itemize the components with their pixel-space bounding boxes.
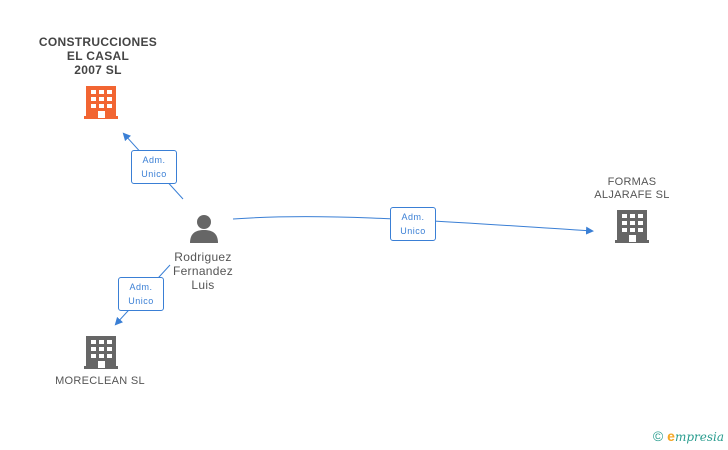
- empresia-logo[interactable]: empresia: [667, 428, 724, 444]
- building-icon-main[interactable]: [84, 86, 118, 119]
- edge-label-to-formas: Adm. Unico: [390, 207, 436, 241]
- person-label[interactable]: Rodriguez Fernandez Luis: [172, 250, 234, 292]
- company-label-formas[interactable]: FORMAS ALJARAFE SL: [594, 176, 670, 201]
- copyright-icon: ©: [652, 428, 664, 444]
- edge-label-to-main: Adm. Unico: [131, 150, 177, 184]
- building-icon-moreclean[interactable]: [84, 336, 118, 369]
- company-label-main[interactable]: CONSTRUCCIONES EL CASAL 2007 SL: [38, 35, 158, 77]
- company-label-moreclean[interactable]: MORECLEAN SL: [55, 375, 145, 387]
- edge-label-to-moreclean: Adm. Unico: [118, 277, 164, 311]
- footer-brand: © empresia: [653, 428, 724, 444]
- building-icon-formas[interactable]: [615, 210, 649, 243]
- person-icon[interactable]: [190, 215, 218, 243]
